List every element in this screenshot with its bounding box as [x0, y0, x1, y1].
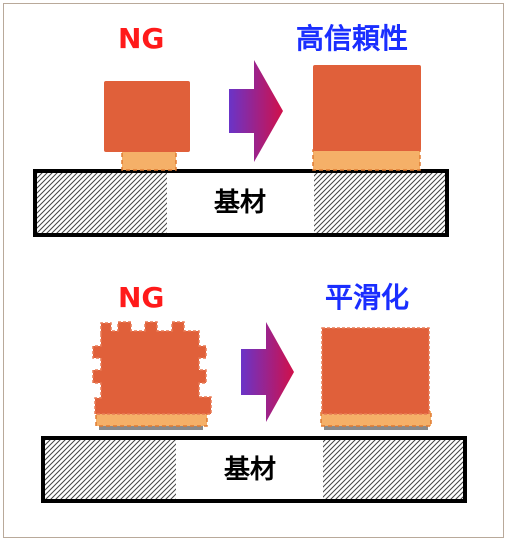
top-good-block [313, 65, 421, 151]
bottom-good-pad [324, 424, 428, 430]
bottom-smoothing-label: 平滑化 [325, 281, 410, 314]
top-good-solder [312, 149, 421, 171]
top-ng-label: NG [118, 22, 165, 55]
bottom-good-block [321, 327, 430, 415]
top-ng-solder [121, 150, 177, 171]
bottom-ng-rough-block [92, 321, 212, 415]
bottom-ng-pad [99, 424, 203, 430]
bottom-substrate: 基材 [41, 436, 467, 503]
bottom-arrow [241, 322, 294, 422]
top-substrate: 基材 [33, 169, 449, 237]
bottom-ng-label: NG [118, 281, 165, 314]
bottom-substrate-label: 基材 [224, 455, 276, 485]
top-ng-block [104, 81, 190, 152]
top-high-reliability-label: 高信頼性 [296, 22, 409, 55]
top-substrate-label: 基材 [214, 188, 266, 218]
top-arrow [229, 60, 283, 162]
bottom-good-solder [320, 410, 432, 427]
